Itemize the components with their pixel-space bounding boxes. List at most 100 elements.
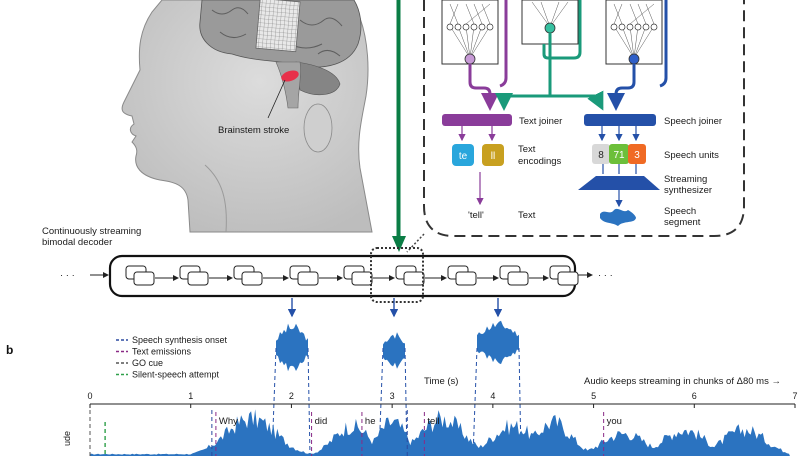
text-encoding-te-label: te — [459, 151, 468, 162]
decoder-cell — [395, 265, 447, 286]
text-emission-marker: you — [603, 412, 622, 456]
decoder-label-2: bimodal decoder — [42, 237, 112, 248]
time-axis-label: Time (s) — [424, 376, 458, 387]
emitted-word: he — [365, 416, 376, 427]
speech-burst — [477, 320, 519, 365]
stroke-lesion — [281, 70, 299, 82]
emitted-word: Why — [219, 416, 238, 427]
legend-label: GO cue — [132, 358, 163, 368]
segment-label-1: Speech — [664, 206, 696, 217]
speech-unit-71 — [609, 144, 629, 164]
speech-unit-8-label: 8 — [598, 150, 604, 161]
time-tick: 4 — [490, 391, 495, 408]
panel-b-letter: b — [6, 343, 13, 357]
speech-burst — [276, 323, 308, 372]
speech-burst-group — [271, 298, 311, 456]
decoder-cell — [289, 265, 343, 286]
text-emission-marker: he — [361, 412, 376, 456]
emitted-word: did — [315, 416, 328, 427]
legend-item: Silent-speech attempt — [116, 370, 220, 380]
text-output-label: Text — [518, 210, 536, 221]
streaming-synthesizer — [578, 176, 660, 190]
speech-segment-blob — [600, 208, 636, 226]
time-tick-label: 1 — [188, 391, 193, 401]
emitted-word: you — [607, 416, 622, 427]
synth-label-2: synthesizer — [664, 185, 712, 196]
left-frame-link — [499, 0, 508, 88]
time-axis-ticks: 0 1 2 3 4 5 6 7 — [87, 391, 798, 408]
text-branch-link — [468, 64, 499, 111]
speech-burst-group — [378, 298, 408, 456]
cerebellum — [295, 61, 341, 96]
head-illustration: Brainstem stroke — [121, 0, 373, 233]
electrode-array — [255, 0, 301, 53]
time-tick-label: 0 — [87, 391, 92, 401]
time-tick-label: 2 — [289, 391, 294, 401]
legend-item: Speech synthesis onset — [116, 335, 228, 345]
time-tick: 0 — [87, 391, 93, 408]
speech-unit-3-label: 3 — [634, 150, 640, 161]
text-output-word: 'tell' — [468, 210, 484, 221]
audio-waveform — [90, 409, 790, 456]
legend-item: GO cue — [116, 358, 163, 368]
speech-unit-71-label: 71 — [613, 150, 625, 161]
speech-branch-link — [607, 64, 636, 111]
synthesized-speech-bursts — [271, 298, 522, 456]
neck-line — [204, 164, 227, 233]
segment-label-2: segment — [664, 217, 701, 228]
decoder-cell — [549, 265, 579, 286]
y-axis-label-fragment: ude — [62, 431, 72, 446]
text-joiner-label: Text joiner — [519, 116, 562, 127]
text-encodings-label-2: encodings — [518, 156, 562, 167]
emitted-word: tell — [427, 416, 439, 427]
decoder-cell — [447, 265, 499, 286]
text-emission-marker: did — [311, 412, 328, 456]
time-tick: 1 — [188, 391, 193, 408]
time-tick: 6 — [692, 391, 697, 408]
speech-unit-3 — [628, 144, 646, 164]
decoder-cell — [343, 265, 395, 286]
time-tick-label: 7 — [792, 391, 797, 401]
text-joiner-bar — [442, 114, 512, 126]
time-tick: 3 — [390, 391, 395, 408]
speech-unit-8 — [592, 144, 610, 164]
speech-joiner-label: Speech joiner — [664, 116, 722, 127]
decoder-chain — [125, 265, 579, 286]
decoder-cell — [233, 265, 289, 286]
ear — [303, 103, 333, 153]
text-encoding-ll-label: ll — [491, 151, 495, 162]
time-tick: 2 — [289, 391, 294, 408]
text-net-box — [441, 0, 499, 65]
time-tick-label: 6 — [692, 391, 697, 401]
speech-burst — [383, 332, 405, 369]
decoder-feed — [392, 0, 406, 252]
stroke-label: Brainstem stroke — [218, 125, 289, 136]
model-inset-border — [423, 0, 745, 237]
legend-label: Speech synthesis onset — [132, 335, 228, 345]
waveform-trace — [90, 409, 790, 456]
shared-upper-link — [542, 0, 582, 60]
text-emission-marker: Why — [215, 412, 238, 456]
synth-label-1: Streaming — [664, 174, 707, 185]
speech-net-box — [605, 0, 663, 65]
streaming-note: Audio keeps streaming in chunks of Δ80 m… — [584, 376, 781, 387]
stroke-pointer — [267, 79, 286, 119]
legend-item: Text emissions — [116, 347, 192, 357]
time-tick-label: 4 — [490, 391, 495, 401]
right-frame-link — [659, 0, 668, 88]
decoder-cell — [179, 265, 233, 286]
time-tick: 7 — [792, 391, 798, 408]
current-step-highlight — [370, 247, 424, 303]
legend-label: Silent-speech attempt — [132, 370, 220, 380]
brain-folds — [211, 7, 343, 57]
time-tick-label: 3 — [390, 391, 395, 401]
time-tick: 5 — [591, 391, 596, 408]
speech-joiner-bar — [584, 114, 656, 126]
decoder-cell — [499, 265, 549, 286]
speech-burst-group — [472, 298, 522, 456]
text-encodings-label-1: Text — [518, 144, 536, 155]
legend-label: Text emissions — [132, 347, 192, 357]
event-markers: Why did he tell you — [89, 410, 622, 456]
